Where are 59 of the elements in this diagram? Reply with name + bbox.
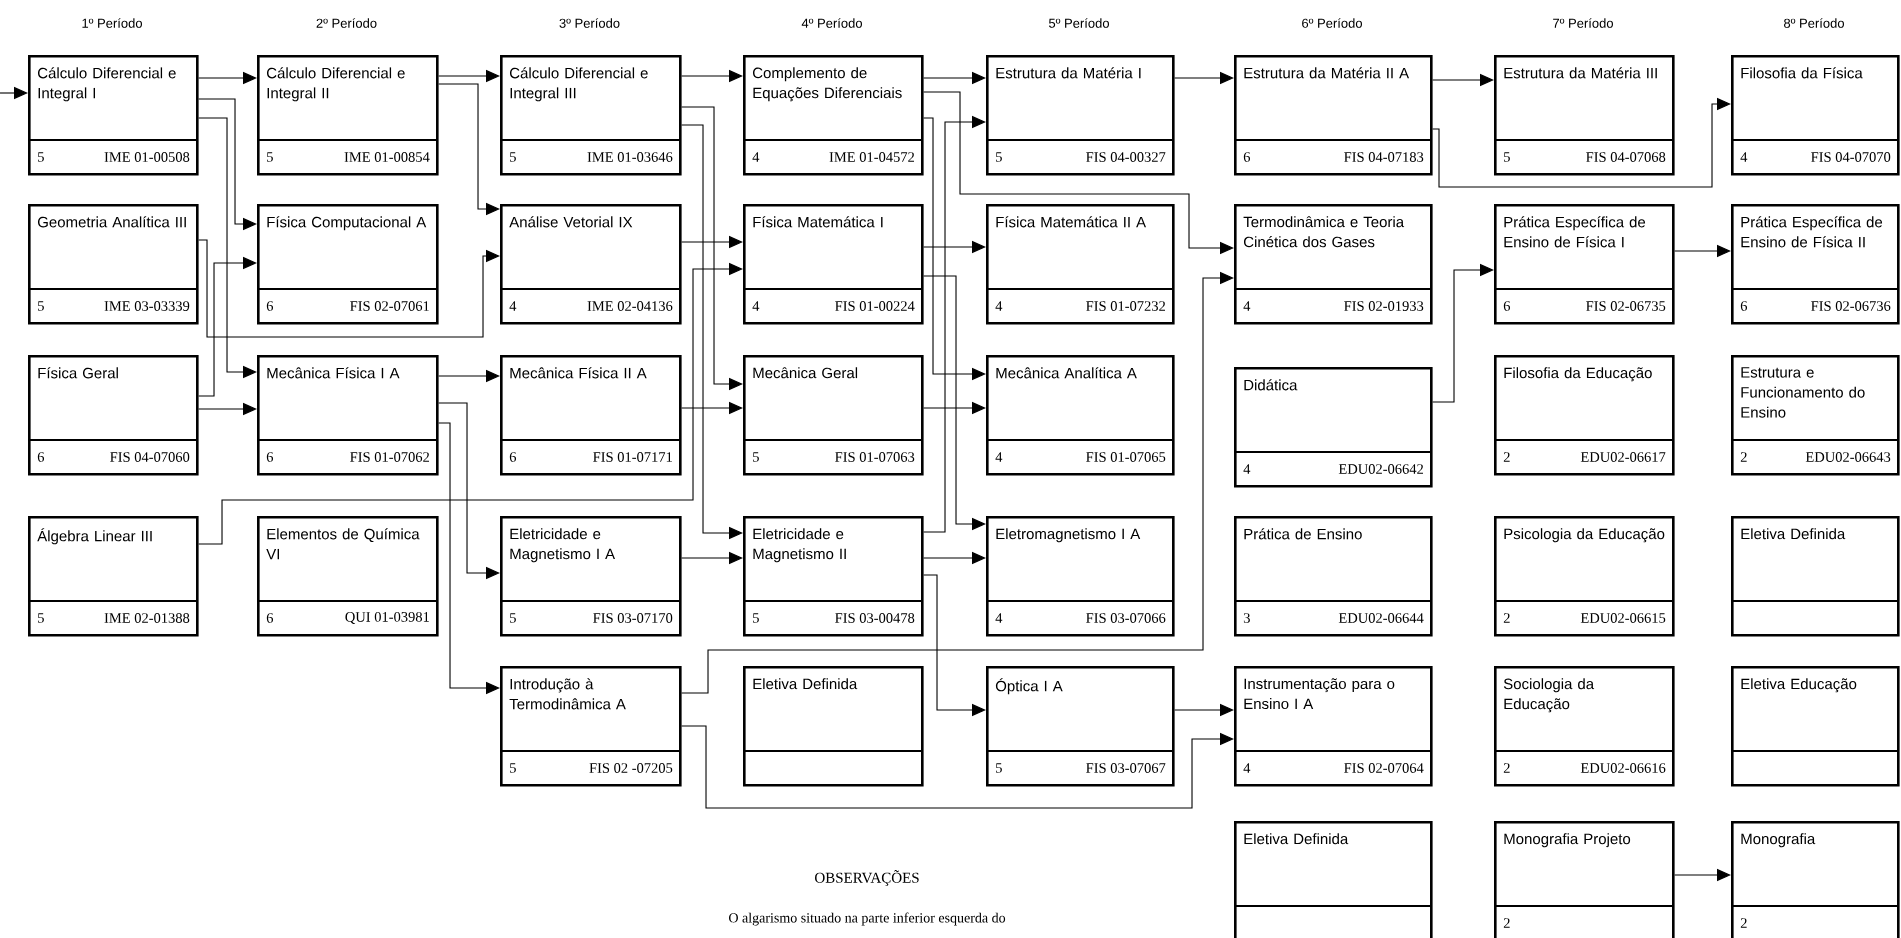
column-header: 8º Período: [1784, 18, 1844, 28]
course-box: Eletricidade e Magnetismo I A 5 FIS 03-07170: [499, 516, 682, 637]
course-box: Física Computacional A 6 FIS 02-07061: [256, 204, 439, 325]
arrow: [1432, 97, 1731, 188]
course-box: Complemento de Equações Diferenciais 4 IME 01-04572: [742, 55, 924, 176]
column-header: 6º Período: [1302, 18, 1362, 28]
course-box: Álgebra Linear III 5 IME 02-01388: [27, 516, 199, 637]
column-header: 4º Período: [801, 18, 862, 28]
column-header: 2º Período: [316, 18, 377, 28]
course-box: Cálculo Diferencial e Integral II 5 IME 01-00854: [256, 55, 439, 176]
column-header: 7º Período: [1553, 18, 1613, 28]
arrow: [681, 271, 1234, 694]
course-box: Física Matemática I 4 FIS 01-00224: [742, 204, 924, 325]
arrow: [681, 725, 1234, 809]
course-box: Mecânica Física II A 6 FIS 01-07171: [499, 355, 682, 476]
notes-heading: OBSERVAÇÕES: [815, 870, 919, 886]
course-box: Instrumentação para o Ensino I A 4 FIS 02-07064: [1233, 666, 1433, 787]
course-box: Geometria Analítica III 5 IME 03-03339: [27, 204, 199, 325]
course-box: Mecânica Física I A 6 FIS 01-07062: [256, 355, 439, 476]
course-box: Óptica I A 5 FIS 03-07067: [985, 666, 1175, 787]
arrow: [1432, 263, 1494, 403]
course-box: Estrutura da Matéria III 5 FIS 04-07068: [1493, 55, 1675, 176]
course-box: Prática Específica de Ensino de Física I 6 FIS 02-06735: [1493, 204, 1675, 325]
course-box: Sociologia da Educação 2 EDU02-06616: [1493, 666, 1675, 787]
course-box: Mecânica Analítica A 4 FIS 01-07065: [985, 355, 1175, 476]
arrow: [923, 115, 986, 533]
course-box: Análise Vetorial IX 4 IME 02-04136: [499, 204, 682, 325]
column-header: 3º Período: [559, 18, 620, 28]
course-box: Mecânica Geral 5 FIS 01-07063: [742, 355, 924, 476]
course-box: Cálculo Diferencial e Integral I 5 IME 01-00508: [27, 55, 199, 176]
course-box: Termodinâmica e Teoria Cinética dos Gases 4 FIS 02-01933: [1233, 204, 1433, 325]
column-header: 1º Período: [82, 18, 142, 28]
course-box: Estrutura da Matéria II A 6 FIS 04-07183: [1233, 55, 1433, 176]
course-box: Elementos de Química VI 6 QUI 01-03981: [256, 516, 439, 637]
course-box: Eletiva Educação: [1730, 666, 1900, 787]
course-box: Física Matemática II A 4 FIS 01-07232: [985, 204, 1175, 325]
course-box: Cálculo Diferencial e Integral III 5 IME 01-03646: [499, 55, 682, 176]
course-box: Monografia Projeto 2: [1493, 821, 1675, 938]
course-box: Estrutura da Matéria I 5 FIS 04-00327: [985, 55, 1175, 176]
course-box: Eletiva Definida: [1233, 821, 1433, 938]
course-box: Física Geral 6 FIS 04-07060: [27, 355, 199, 476]
course-box: Didática 4 EDU02-06642: [1233, 367, 1433, 488]
note-text: O algarismo situado na parte inferior esquerda do: [729, 912, 1006, 926]
course-box: Eletromagnetismo I A 4 FIS 03-07066: [985, 516, 1175, 637]
course-box: Filosofia da Física 4 FIS 04-07070: [1730, 55, 1900, 176]
arrow: [198, 262, 743, 545]
course-box: Introdução à Termodinâmica A 5 FIS 02 -07205: [499, 666, 682, 787]
course-box: Eletricidade e Magnetismo II 5 FIS 03-00478: [742, 516, 924, 637]
course-box: Eletiva Definida: [1730, 516, 1900, 637]
course-box: Prática Específica de Ensino de Física II 6 FIS 02-06736: [1730, 204, 1900, 325]
course-box: Eletiva Definida: [742, 666, 924, 787]
course-box: Estrutura e Funcionamento do Ensino 2 EDU02-06643: [1730, 355, 1900, 476]
arrow: [198, 256, 257, 397]
column-header: 5º Período: [1048, 18, 1109, 28]
course-box: Monografia 2: [1730, 821, 1900, 938]
course-box: Filosofia da Educação 2 EDU02-06617: [1493, 355, 1675, 476]
course-box: Prática de Ensino 3 EDU02-06644: [1233, 516, 1433, 637]
arrow: [198, 239, 500, 338]
course-box: Psicologia da Educação 2 EDU02-06615: [1493, 516, 1675, 637]
